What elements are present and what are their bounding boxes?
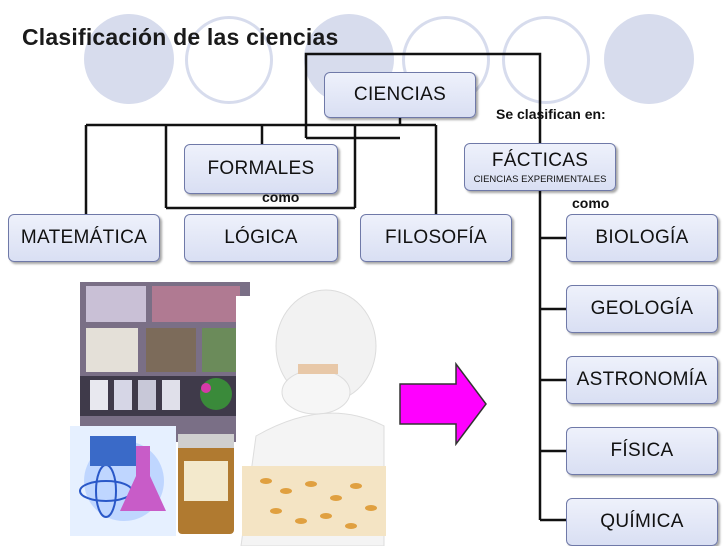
node-biologia-label: BIOLOGÍA <box>595 227 689 248</box>
node-facticas-label: FÁCTICAS <box>491 149 589 171</box>
node-facticas: FÁCTICAS CIENCIAS EXPERIMENTALES <box>464 143 616 191</box>
decor-circle-6 <box>604 14 694 104</box>
node-astronomia-label: ASTRONOMÍA <box>576 369 708 390</box>
node-facticas-sub: CIENCIAS EXPERIMENTALES <box>473 173 607 185</box>
label-como-formales: como <box>262 189 300 205</box>
node-formales-label: FORMALES <box>207 158 315 179</box>
node-logica: LÓGICA <box>184 214 338 262</box>
node-geologia: GEOLOGÍA <box>566 285 718 333</box>
label-se-clasifican: Se clasifican en: <box>496 106 606 122</box>
node-biologia: BIOLOGÍA <box>566 214 718 262</box>
root-to-facticas <box>304 52 542 144</box>
node-quimica: QUÍMICA <box>566 498 718 546</box>
node-fisica: FÍSICA <box>566 427 718 475</box>
node-fisica-label: FÍSICA <box>610 440 674 461</box>
right-arrow-icon <box>398 361 488 447</box>
node-ciencias: CIENCIAS <box>324 72 476 118</box>
node-matematica-label: MATEMÁTICA <box>20 227 148 248</box>
label-como-facticas: como <box>572 195 610 211</box>
node-formales: FORMALES <box>184 144 338 194</box>
node-filosofia-label: FILOSOFÍA <box>385 227 487 248</box>
decor-circle-5 <box>502 16 590 104</box>
node-geologia-label: GEOLOGÍA <box>590 298 694 319</box>
node-quimica-label: QUÍMICA <box>600 511 684 532</box>
node-logica-label: LÓGICA <box>224 227 298 248</box>
decor-circle-2 <box>185 16 273 104</box>
node-filosofia: FILOSOFÍA <box>360 214 512 262</box>
node-astronomia: ASTRONOMÍA <box>566 356 718 404</box>
science-collage-photo <box>66 276 386 546</box>
node-ciencias-label: CIENCIAS <box>353 84 447 105</box>
decor-circle-1 <box>84 14 174 104</box>
page-title: Clasificación de las ciencias <box>22 24 339 50</box>
node-matematica: MATEMÁTICA <box>8 214 160 262</box>
